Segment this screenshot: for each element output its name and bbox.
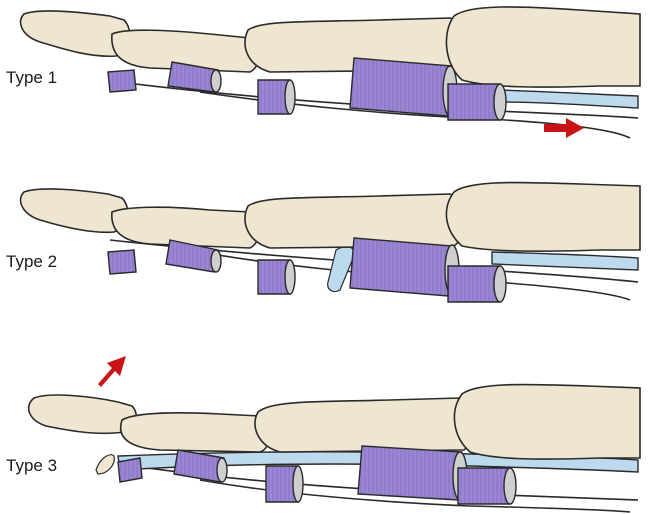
pulley-a2 bbox=[350, 58, 452, 116]
flexor-tendon-blue bbox=[492, 252, 638, 270]
type-1-label: Type 1 bbox=[6, 68, 57, 88]
force-arrow-up-right bbox=[98, 356, 126, 387]
type-3-label: Type 3 bbox=[6, 456, 57, 476]
pulley-a2 bbox=[350, 238, 452, 296]
type-2-label: Type 2 bbox=[6, 252, 57, 272]
pulley-a5 bbox=[108, 70, 136, 92]
pulley-a5 bbox=[118, 458, 142, 482]
finger-bones bbox=[29, 384, 640, 459]
panel-type-3 bbox=[29, 356, 640, 512]
pulley-a1 bbox=[448, 266, 500, 302]
force-arrow-right bbox=[544, 118, 584, 138]
panel-type-1 bbox=[21, 7, 640, 138]
pulley-a1 bbox=[458, 468, 510, 504]
bone-fragment bbox=[96, 455, 114, 474]
panel-type-2 bbox=[21, 182, 640, 302]
pulley-a1 bbox=[448, 84, 500, 120]
flexor-tendon-blue bbox=[500, 90, 638, 108]
pulley-a5 bbox=[108, 250, 136, 274]
pulley-a2 bbox=[358, 446, 462, 500]
